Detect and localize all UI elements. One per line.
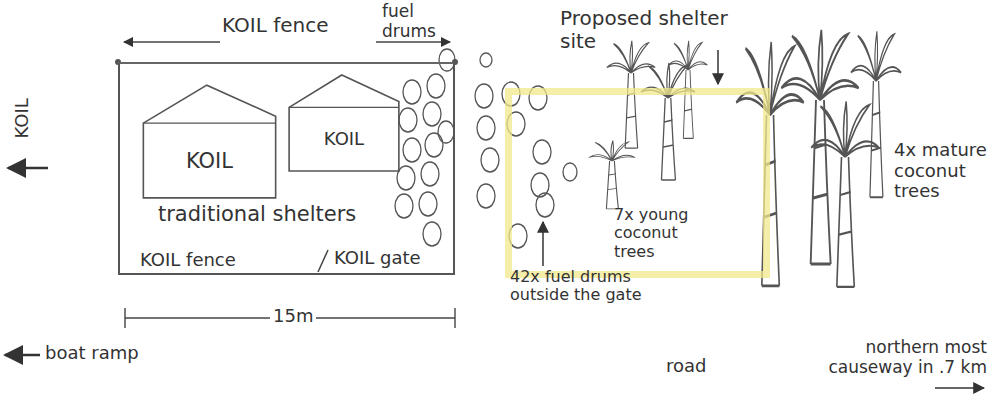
site-note: 4x mature coconut trees bbox=[894, 140, 988, 202]
area-label: traditional shelters bbox=[158, 202, 356, 226]
site-note: road bbox=[666, 356, 706, 377]
traditional-shelter: KOIL bbox=[288, 74, 400, 172]
site-note: KOIL fence bbox=[222, 14, 328, 37]
site-heading: Proposed shelter site bbox=[560, 7, 760, 53]
shelter-outline bbox=[288, 74, 400, 172]
site-note: 7x young coconut trees bbox=[614, 206, 714, 261]
site-note: 42x fuel drums outside the gate bbox=[510, 268, 650, 305]
site-note: boat ramp bbox=[45, 343, 139, 364]
shelter-outline bbox=[142, 84, 277, 199]
shelter-label: KOIL bbox=[186, 149, 233, 173]
site-note: KOIL gate bbox=[334, 248, 421, 269]
site-note: KOIL fence bbox=[140, 250, 236, 271]
site-note: 15m bbox=[270, 306, 316, 327]
site-note: KOIL bbox=[12, 98, 33, 138]
traditional-shelter: KOIL bbox=[142, 84, 277, 199]
koil-fence-compound: traditional shelters KOIL KOIL bbox=[118, 62, 455, 275]
shelter-label: KOIL bbox=[324, 129, 364, 150]
site-note: fuel drums bbox=[382, 2, 448, 41]
site-note: northern most causeway in .7 km bbox=[812, 338, 987, 377]
